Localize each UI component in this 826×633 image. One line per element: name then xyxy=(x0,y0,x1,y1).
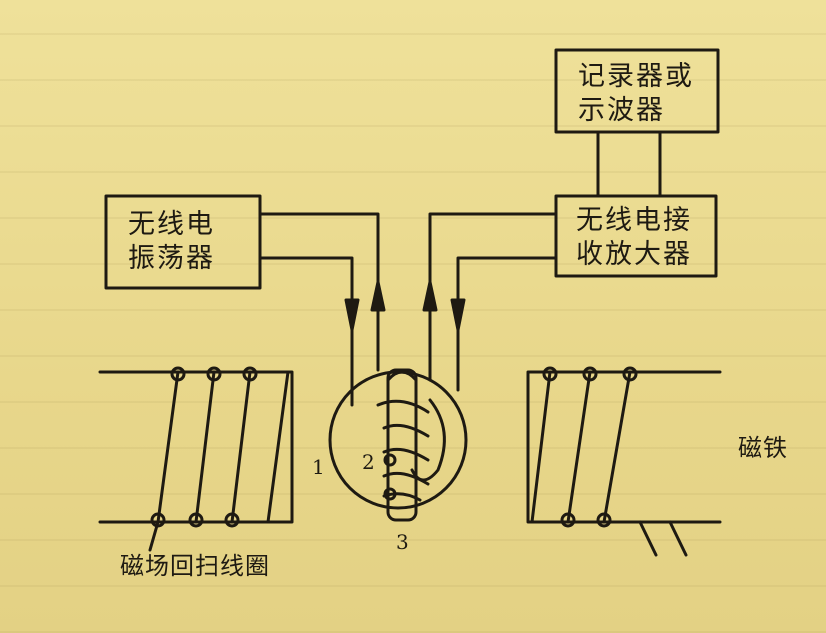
label-2: 2 xyxy=(362,450,375,474)
sample-tube xyxy=(386,368,418,522)
oscillator-label: 无线电 振荡器 xyxy=(128,209,215,274)
label-3: 3 xyxy=(396,530,409,554)
recorder-box xyxy=(554,48,720,134)
left-coil xyxy=(156,370,290,524)
right-magnet-pole xyxy=(526,370,722,524)
arrow-receiver-down xyxy=(450,298,466,332)
inner-loop xyxy=(410,398,446,482)
sample-coil xyxy=(376,399,430,502)
label-1: 1 xyxy=(312,455,325,479)
arrow-oscillator-down xyxy=(344,298,360,332)
left-magnet-pole xyxy=(98,370,294,524)
sweep-coil-label: 磁场回扫线圈 xyxy=(120,552,270,580)
arrow-oscillator-up xyxy=(370,280,386,312)
oscillator-box xyxy=(104,194,262,290)
receiver-box xyxy=(554,194,718,278)
receiver-label: 无线电接 收放大器 xyxy=(576,205,692,270)
magnet-label: 磁铁 xyxy=(738,434,788,462)
arrow-receiver-up xyxy=(422,280,438,312)
right-coil xyxy=(530,370,632,524)
oscillator-wire-lower xyxy=(258,256,354,407)
receiver-wire-lower xyxy=(456,256,558,392)
oscillator-wire-upper xyxy=(258,212,380,372)
receiver-wire-upper xyxy=(428,212,558,382)
recorder-label: 记录器或 示波器 xyxy=(578,61,694,126)
